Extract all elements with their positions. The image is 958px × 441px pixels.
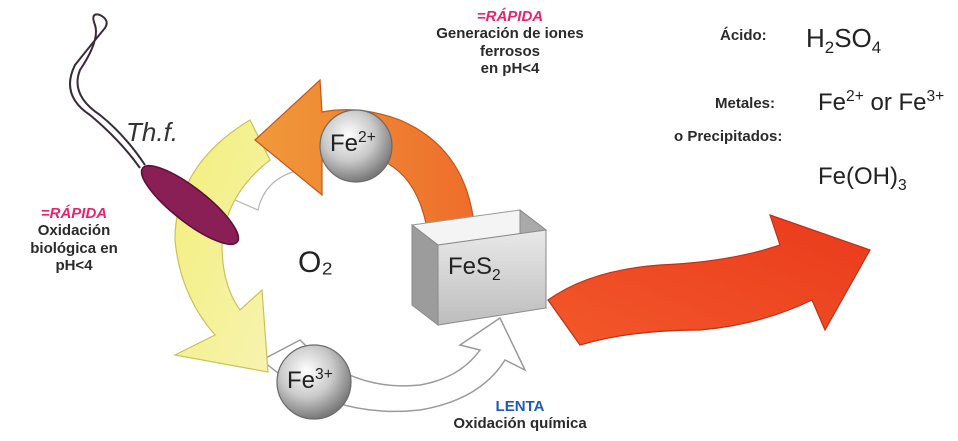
pyrite-text: FeS [448,253,493,280]
bacterium-body [140,164,240,246]
metals-label-text: Metales: [715,95,776,112]
acid-sub2: 4 [871,38,882,58]
left-line1: Oxidación [37,222,111,240]
top-line2: ferrosos [479,42,541,60]
left-annotation: =RÁPIDA Oxidación biológica en pH<4 [16,205,132,274]
fe3-symbol: Fe [287,367,316,394]
metals-sup2: 3+ [926,88,945,105]
fe3-label: Fe3+ [287,366,333,395]
acid-label: Ácido: [720,27,767,44]
left-speed: =RÁPIDA [40,205,108,222]
bottom-speed: LENTA [495,398,545,415]
pyrite-cube [410,208,548,327]
metals-sup1: 2+ [846,88,864,105]
left-line3: pH<4 [55,256,93,274]
fe2-charge: 2+ [358,129,376,146]
bottom-line1: Oxidación química [453,415,587,433]
products-arrow [547,214,871,346]
bacterium-flagellum [69,13,146,169]
metals-fe: Fe [818,89,847,116]
precip-label-text: o Precipitados: [674,128,783,145]
top-line3: en pH<4 [480,59,540,77]
acid-h: H [806,23,825,53]
metals-or: or Fe [863,89,927,116]
oxygen-label: O₂ [298,246,333,281]
acid-label-text: Ácido: [720,27,767,44]
metals-label: Metales: [715,95,775,112]
precip-sub: 3 [898,176,907,194]
metals-formula: Fe2+ or Fe3+ [818,88,944,117]
fe2-sphere [319,109,393,183]
fe3-sphere [276,344,352,420]
acid-formula: H2SO4 [806,23,882,58]
left-line2: biológica en [30,239,118,257]
precip-formula: Fe(OH)3 [818,163,907,195]
bottom-annotation: LENTA Oxidación química [420,398,620,433]
pyrite-subscript: 2 [492,266,501,284]
top-annotation: =RÁPIDA Generación de iones ferrosos en … [420,8,600,77]
fe2-symbol: Fe [330,130,359,157]
fe3-charge: 3+ [315,366,333,383]
precip-label: o Precipitados: [674,128,782,145]
bacterium-text: Th.f. [126,117,179,147]
bacterium-label: Th.f. [126,117,179,148]
acid-sub1: 2 [824,38,835,58]
fe2-label: Fe2+ [330,129,376,158]
pyrite-label: FeS2 [448,253,501,285]
acid-so: SO [834,23,872,53]
top-speed: =RÁPIDA [476,8,544,25]
top-line1: Generación de iones [436,25,584,43]
precip-feoh: Fe(OH) [818,163,898,190]
oxygen-text: O₂ [298,246,333,279]
yellow-cycle-arrow [173,119,271,373]
